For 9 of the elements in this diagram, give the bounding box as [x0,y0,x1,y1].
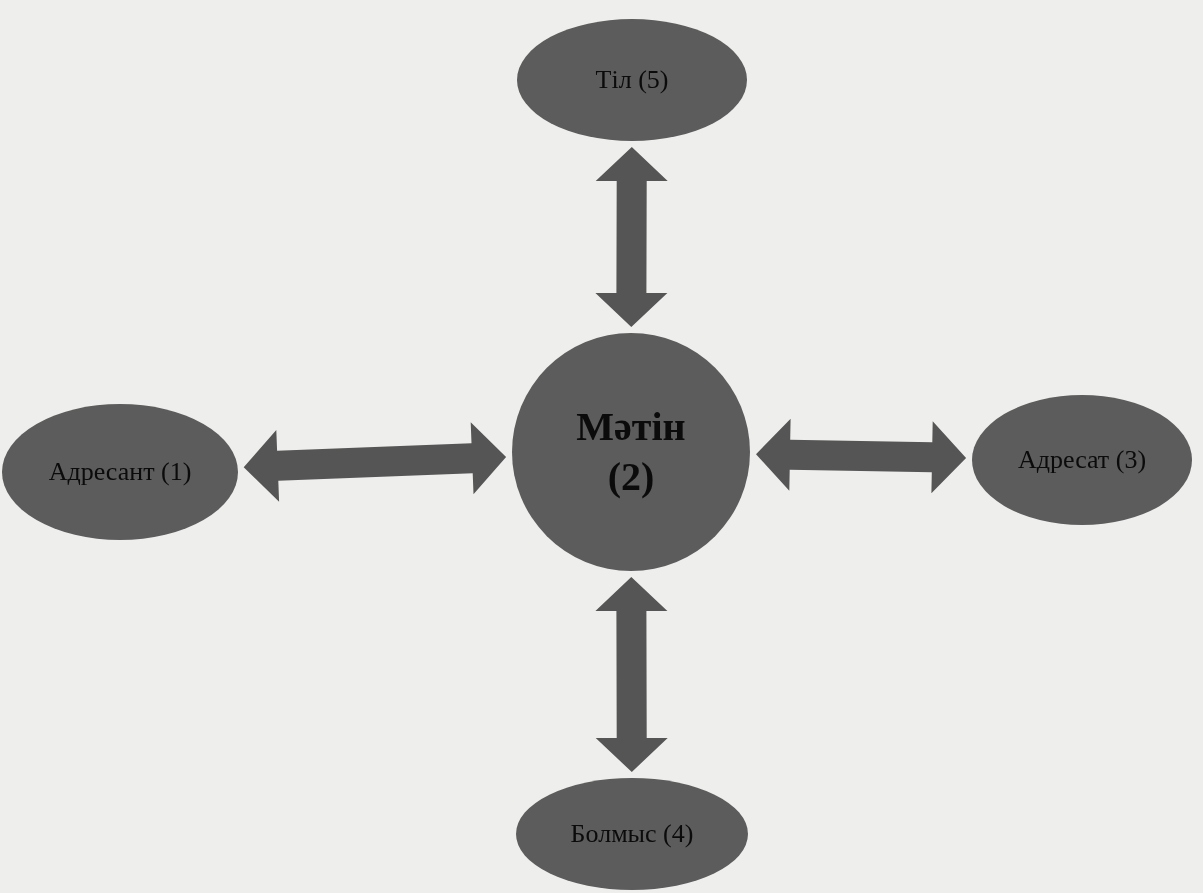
node-label: Мәтін (2) [575,403,687,501]
node-label: Тіл (5) [595,63,669,96]
double-arrow [595,147,668,327]
node-label: Адресат (3) [1017,443,1147,476]
double-arrow [595,577,668,772]
node-label: Адресант (1) [48,455,192,488]
double-arrow [243,422,507,502]
double-arrow [756,418,967,494]
node-label: Болмыс (4) [570,817,694,850]
